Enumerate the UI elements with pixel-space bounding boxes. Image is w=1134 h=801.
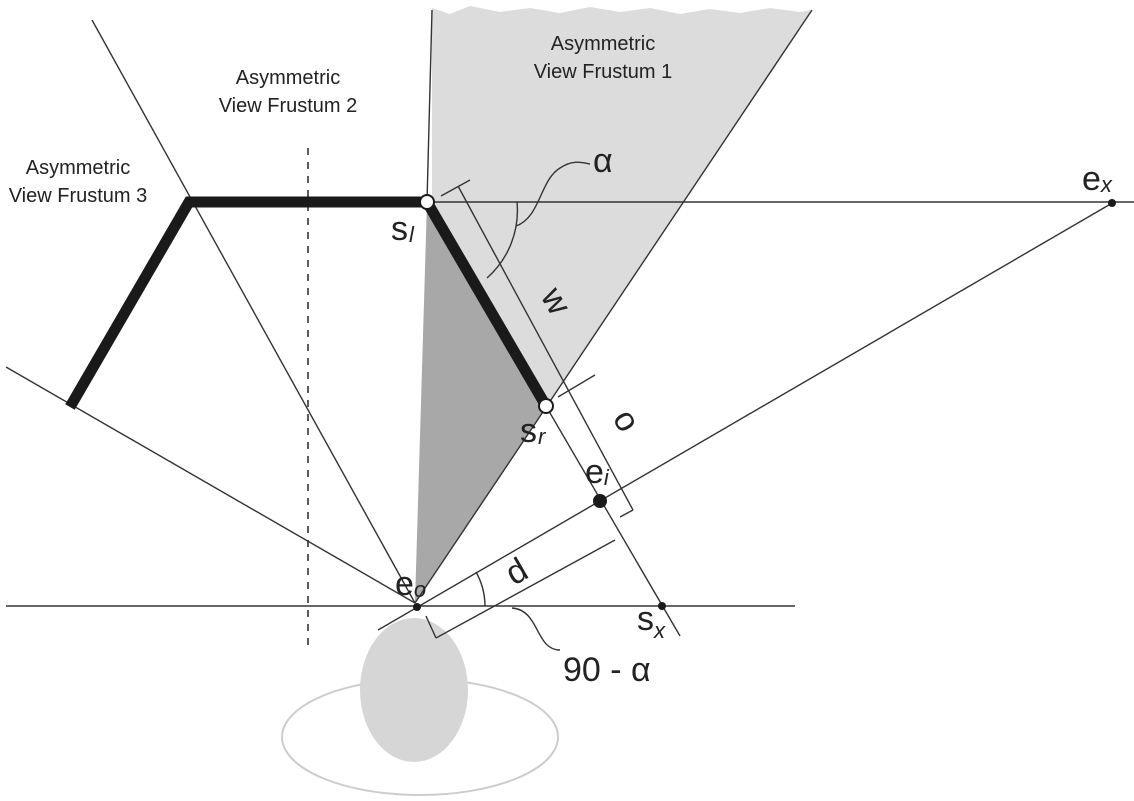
label-ex: ex (1082, 160, 1113, 198)
screen-segments (65, 196, 551, 410)
frustum-1-label-line2: View Frustum 1 (534, 61, 673, 83)
dimension-tick-d-left (425, 615, 437, 639)
alpha-angle-arc (486, 201, 519, 279)
frustum-1-light-region (432, 6, 812, 405)
dimension-tick-bottom (619, 509, 634, 518)
frustum-3-label-line2: View Frustum 3 (9, 185, 148, 207)
label-sr: sr (520, 412, 547, 450)
alpha-label: α (593, 142, 613, 180)
frustum-2-label-line2: View Frustum 2 (219, 95, 358, 117)
label-ei: ei (585, 453, 610, 491)
point-ei (593, 494, 607, 508)
dimension-line-d (435, 539, 616, 639)
label-eo: eo (395, 565, 426, 603)
frustum-2-left-boundary (91, 19, 416, 604)
complement-leader-line (511, 607, 561, 651)
complement-angle-arc (475, 571, 486, 607)
frustum-1-dark-region (415, 202, 548, 603)
point-ex (1108, 199, 1116, 207)
label-sl: sl (391, 210, 415, 248)
point-sl (419, 194, 435, 210)
frustum-3-label-line1: Asymmetric (26, 157, 130, 179)
frustum-1-label-line1: Asymmetric (551, 33, 655, 55)
frustum-1-left-boundary (426, 9, 433, 203)
point-sx (658, 602, 666, 610)
dimension-line-w-o (457, 185, 634, 511)
dimension-tick-middle (557, 374, 596, 398)
dimension-tick-top (440, 179, 471, 197)
head-shape (360, 618, 468, 762)
o-label: o (605, 403, 647, 438)
alpha-leader-line (515, 161, 591, 227)
complement-angle-label: 90 - α (563, 651, 651, 689)
point-sr (538, 398, 554, 414)
frustum-1-right-boundary (414, 9, 813, 604)
point-eo (413, 603, 421, 611)
label-sx: sx (637, 600, 666, 643)
eye-axis-line (377, 201, 1115, 631)
frustum-2-label-line1: Asymmetric (236, 67, 340, 89)
